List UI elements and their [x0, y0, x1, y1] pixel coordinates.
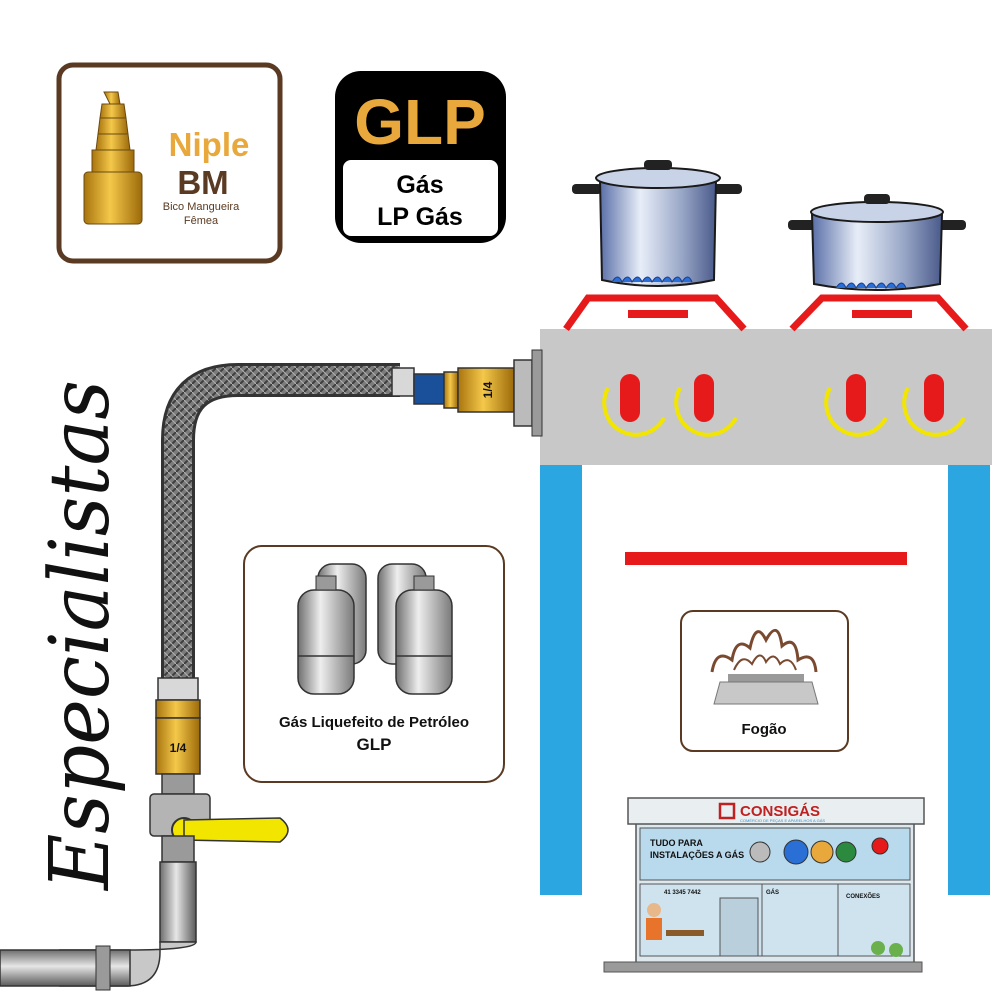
flexible-hose-icon: [161, 363, 400, 680]
stove-fitting-label: 1/4: [481, 381, 495, 398]
glp-line2: LP Gás: [377, 203, 463, 231]
shop-brand: CONSIGÁS: [740, 803, 820, 820]
stove-card: Fogão: [680, 610, 849, 752]
stove-leg-right: [948, 463, 990, 895]
stove-burner-icon: [710, 629, 819, 705]
glp-line1: Gás: [396, 171, 443, 199]
shop-tagline: COMÉRCIO DE PEÇAS E APARELHOS A GÁS: [740, 818, 825, 823]
cylinders-label-line2: GLP: [357, 735, 392, 754]
cylinders-label-line1: Gás Liquefeito de Petróleo: [279, 714, 469, 731]
shop-window-gas: GÁS: [766, 889, 779, 896]
shop-banner-line2: INSTALAÇÕES A GÁS: [650, 850, 744, 860]
niple-title: Niple: [169, 126, 250, 163]
valve-fitting-label: 1/4: [170, 741, 187, 755]
niple-subtitle: BM: [177, 164, 228, 201]
pot-icon: [788, 194, 966, 291]
cylinders-card: Gás Liquefeito de Petróleo GLP: [243, 545, 505, 783]
shop-icon: CONSIGÁS COMÉRCIO DE PEÇAS E APARELHOS A…: [603, 797, 925, 973]
shop-phone: 41 3345 7442: [664, 890, 701, 896]
stove-card-label: Fogão: [742, 721, 787, 738]
stove-knobs: [602, 374, 966, 437]
shop-window-conexoes: CONEXÕES: [846, 893, 880, 900]
oven-handle: [625, 552, 907, 565]
niple-card: Niple BM Bico Mangueira Fêmea: [56, 62, 283, 264]
stove: [540, 294, 992, 895]
stove-panel: [540, 329, 992, 465]
glp-title: GLP: [354, 86, 486, 158]
shop-banner-line1: TUDO PARA: [650, 838, 703, 848]
stove-inlet-fitting: 1/4: [391, 349, 543, 437]
niple-caption-line1: Bico Mangueira: [163, 201, 240, 213]
grate-right: [789, 294, 969, 332]
ball-valve-icon: 1/4: [149, 677, 289, 863]
stove-leg-left: [540, 463, 582, 895]
pot-icon: [572, 160, 742, 287]
glp-badge: GLP Gás LP Gás: [335, 71, 506, 243]
side-script-text: Especialistas: [33, 380, 128, 892]
niple-caption-line2: Fêmea: [184, 215, 219, 227]
rigid-pipe: [0, 861, 197, 991]
gas-cylinders-icon: [297, 563, 453, 695]
niple-fitting-icon: [83, 91, 143, 225]
grate-left: [563, 294, 747, 332]
